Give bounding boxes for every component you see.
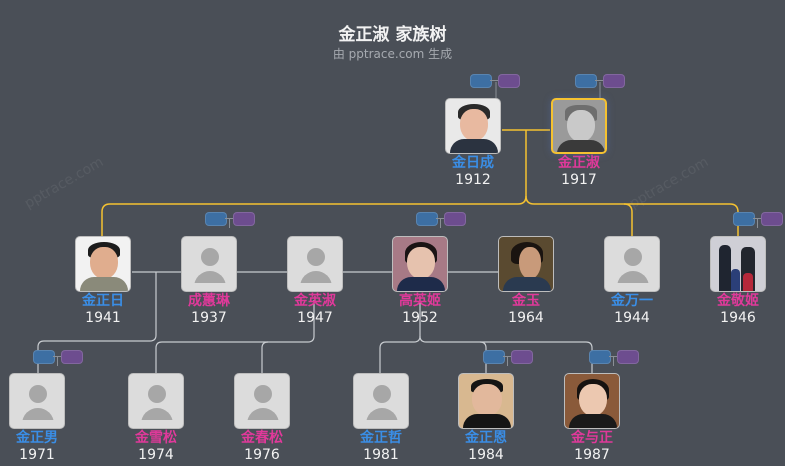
- person-name[interactable]: 成蕙琳: [188, 293, 230, 309]
- person-birth-year: 1937: [191, 310, 227, 326]
- avatar-placeholder-icon[interactable]: [181, 236, 237, 292]
- female-relation-tag[interactable]: [603, 74, 625, 88]
- person-photo[interactable]: [458, 373, 514, 429]
- person-name[interactable]: 金正男: [16, 430, 58, 446]
- person-birth-year: 1987: [574, 447, 610, 463]
- person-name[interactable]: 金正哲: [360, 430, 402, 446]
- relation-tags: [589, 350, 649, 366]
- avatar-placeholder-icon[interactable]: [287, 236, 343, 292]
- person-birth-year: 1974: [138, 447, 174, 463]
- male-relation-tag[interactable]: [733, 212, 755, 226]
- person-node-focus[interactable]: 金正淑 1917: [549, 98, 609, 188]
- person-node[interactable]: 高英姬 1952: [390, 236, 450, 326]
- person-photo[interactable]: [564, 373, 620, 429]
- person-node[interactable]: 金日成 1912: [443, 98, 503, 188]
- person-birth-year: 1971: [19, 447, 55, 463]
- female-relation-tag[interactable]: [511, 350, 533, 364]
- male-relation-tag[interactable]: [589, 350, 611, 364]
- avatar-placeholder-icon[interactable]: [604, 236, 660, 292]
- relation-tags: [483, 350, 543, 366]
- male-relation-tag[interactable]: [470, 74, 492, 88]
- male-relation-tag[interactable]: [205, 212, 227, 226]
- person-name[interactable]: 金正恩: [465, 430, 507, 446]
- female-relation-tag[interactable]: [761, 212, 783, 226]
- relation-tags: [205, 212, 265, 228]
- person-name[interactable]: 金玉: [512, 293, 540, 309]
- avatar-placeholder-icon[interactable]: [128, 373, 184, 429]
- person-photo[interactable]: [498, 236, 554, 292]
- person-node[interactable]: 金正男 1971: [7, 373, 67, 463]
- person-node[interactable]: 成蕙琳 1937: [179, 236, 239, 326]
- male-relation-tag[interactable]: [416, 212, 438, 226]
- person-node[interactable]: 金正恩 1984: [456, 373, 516, 463]
- person-node[interactable]: 金与正 1987: [562, 373, 622, 463]
- person-node[interactable]: 金雪松 1974: [126, 373, 186, 463]
- person-name[interactable]: 金英淑: [294, 293, 336, 309]
- person-name[interactable]: 金正淑: [558, 155, 600, 171]
- person-birth-year: 1944: [614, 310, 650, 326]
- avatar-placeholder-icon[interactable]: [353, 373, 409, 429]
- person-node[interactable]: 金万一 1944: [602, 236, 662, 326]
- person-birth-year: 1976: [244, 447, 280, 463]
- person-name[interactable]: 金雪松: [135, 430, 177, 446]
- avatar-placeholder-icon[interactable]: [9, 373, 65, 429]
- relation-tags: [416, 212, 476, 228]
- male-relation-tag[interactable]: [33, 350, 55, 364]
- person-node[interactable]: 金玉 1964: [496, 236, 556, 326]
- person-birth-year: 1947: [297, 310, 333, 326]
- female-relation-tag[interactable]: [233, 212, 255, 226]
- female-relation-tag[interactable]: [617, 350, 639, 364]
- person-birth-year: 1952: [402, 310, 438, 326]
- person-birth-year: 1984: [468, 447, 504, 463]
- female-relation-tag[interactable]: [498, 74, 520, 88]
- person-node[interactable]: 金春松 1976: [232, 373, 292, 463]
- person-name[interactable]: 金与正: [571, 430, 613, 446]
- person-birth-year: 1946: [720, 310, 756, 326]
- person-birth-year: 1941: [85, 310, 121, 326]
- female-relation-tag[interactable]: [444, 212, 466, 226]
- person-name[interactable]: 金正日: [82, 293, 124, 309]
- female-relation-tag[interactable]: [61, 350, 83, 364]
- person-birth-year: 1912: [455, 172, 491, 188]
- person-node[interactable]: 金正哲 1981: [351, 373, 411, 463]
- page-title: 金正淑 家族树: [338, 25, 447, 45]
- person-birth-year: 1917: [561, 172, 597, 188]
- person-birth-year: 1964: [508, 310, 544, 326]
- person-birth-year: 1981: [363, 447, 399, 463]
- person-name[interactable]: 金春松: [241, 430, 283, 446]
- person-node[interactable]: 金英淑 1947: [285, 236, 345, 326]
- person-photo[interactable]: [75, 236, 131, 292]
- relation-tags: [575, 74, 635, 88]
- person-name[interactable]: 金日成: [452, 155, 494, 171]
- person-node[interactable]: 金敬姬 1946: [708, 236, 768, 326]
- relation-tags: [33, 350, 93, 366]
- person-photo[interactable]: [710, 236, 766, 292]
- person-name[interactable]: 金万一: [611, 293, 653, 309]
- person-node[interactable]: 金正日 1941: [73, 236, 133, 326]
- male-relation-tag[interactable]: [483, 350, 505, 364]
- relation-tags: [733, 212, 785, 228]
- avatar-placeholder-icon[interactable]: [234, 373, 290, 429]
- person-photo[interactable]: [392, 236, 448, 292]
- person-name[interactable]: 金敬姬: [717, 293, 759, 309]
- male-relation-tag[interactable]: [575, 74, 597, 88]
- person-photo[interactable]: [551, 98, 607, 154]
- person-photo[interactable]: [445, 98, 501, 154]
- page-subtitle: 由 pptrace.com 生成: [332, 47, 453, 61]
- relation-tags: [470, 74, 530, 88]
- person-name[interactable]: 高英姬: [399, 293, 441, 309]
